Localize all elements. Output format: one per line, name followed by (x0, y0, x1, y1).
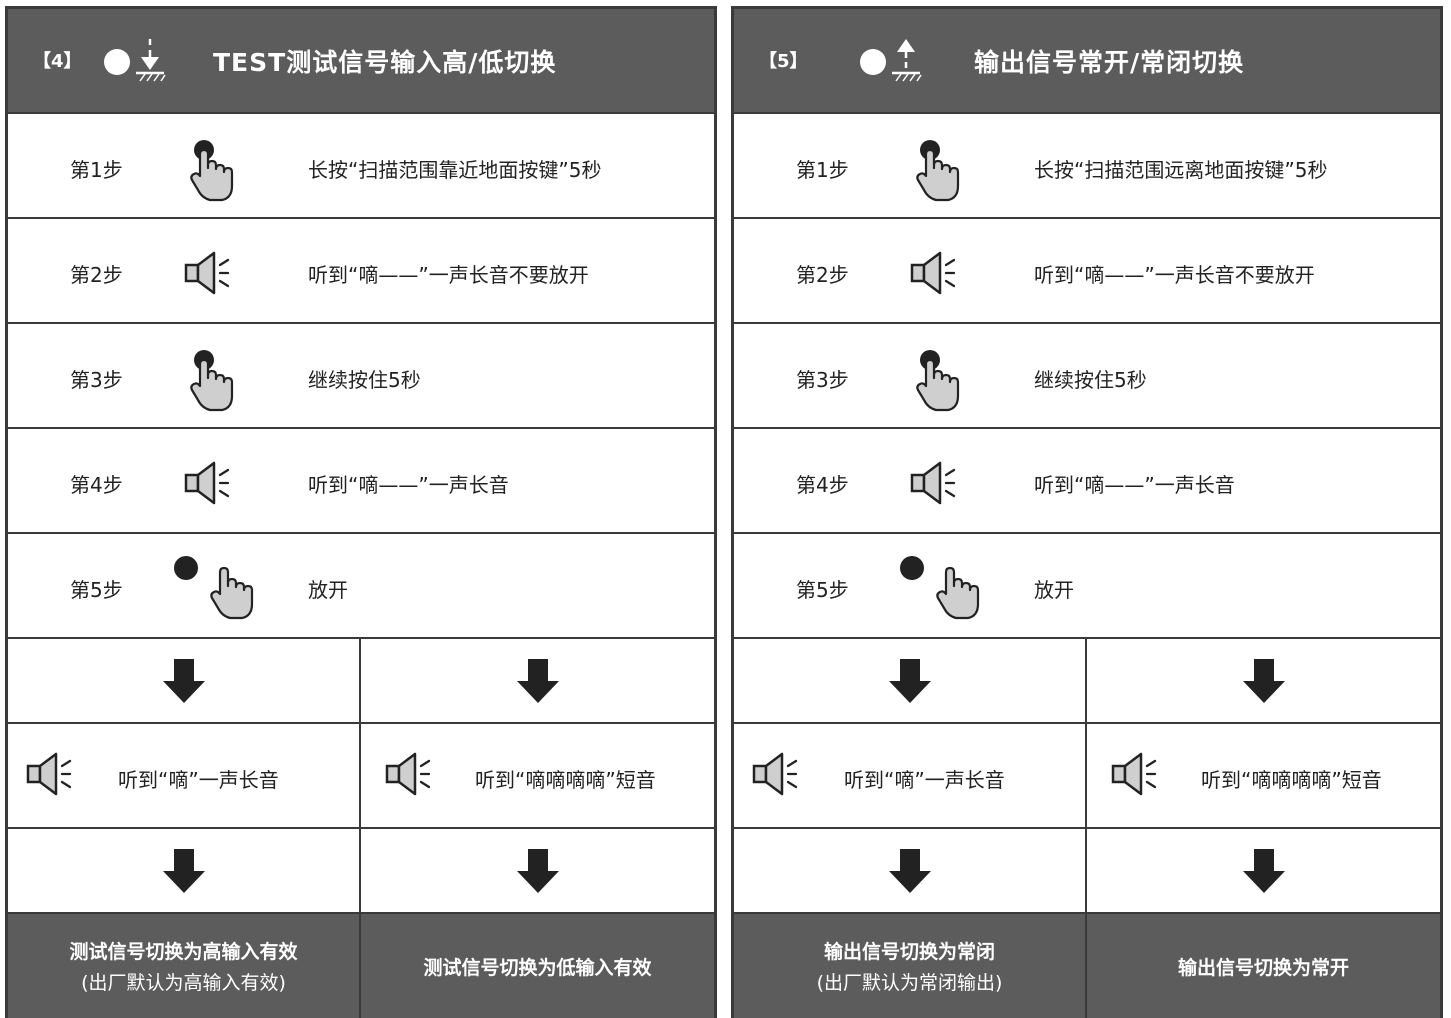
panel-title: 输出信号常开/常闭切换 (974, 48, 1245, 77)
release-button-hand-icon (174, 556, 254, 620)
step-text: 放开 (308, 578, 348, 602)
step-row: 第3步 继续按住5秒 (734, 324, 1440, 429)
panel-number: 【4】 (33, 51, 82, 72)
press-button-hand-icon (916, 140, 960, 202)
speaker-icon (910, 461, 956, 505)
flow-arrow-cell (8, 829, 361, 914)
step-label: 第2步 (796, 263, 849, 287)
flow-arrow-cell (8, 639, 361, 724)
step-label: 第5步 (796, 578, 849, 602)
outcome-sound-cell: 听到“嘀嘀嘀嘀”短音 (1087, 724, 1440, 829)
arrow-down-icon (162, 658, 205, 703)
step-row: 第4步 听到“嘀——”一声长音 (8, 429, 714, 534)
flow-arrow-cell (734, 829, 1087, 914)
arrow-down-icon (516, 848, 559, 893)
flow-arrow-cell (1087, 639, 1440, 724)
speaker-icon (26, 752, 72, 796)
press-button-hand-icon (190, 350, 234, 412)
arrow-down-icon (888, 848, 931, 893)
step-row: 第3步 继续按住5秒 (8, 324, 714, 429)
step-row: 第2步 听到“嘀——”一声长音不要放开 (8, 219, 714, 324)
result-cell: 输出信号切换为常开 (1087, 914, 1440, 1018)
step-row: 第1步 长按“扫描范围远离地面按键”5秒 (734, 114, 1440, 219)
panel-5: 【5】 输出信号常开/常闭切换 第1步 长按“扫描范围远离地面按键”5秒 第2步… (731, 6, 1443, 1018)
flow-arrow-cell (361, 639, 714, 724)
step-row: 第5步 放开 (734, 534, 1440, 639)
release-button-hand-icon (900, 556, 980, 620)
outcome-sound-text: 听到“嘀嘀嘀嘀”短音 (1201, 768, 1382, 792)
button-dot-icon (104, 49, 130, 75)
result-text: 输出信号切换为常闭 (823, 941, 995, 963)
step-label: 第1步 (796, 158, 849, 182)
speaker-icon (385, 752, 431, 796)
result-cell: 测试信号切换为高输入有效 (出厂默认为高输入有效) (8, 914, 361, 1018)
step-label: 第1步 (70, 158, 123, 182)
step-text: 长按“扫描范围靠近地面按键”5秒 (308, 158, 602, 182)
arrow-down-icon (888, 658, 931, 703)
step-row: 第5步 放开 (8, 534, 714, 639)
outcome-sound-cell: 听到“嘀”一声长音 (8, 724, 361, 829)
result-text: 测试信号切换为高输入有效 (69, 941, 298, 963)
result-note: (出厂默认为高输入有效) (81, 972, 286, 994)
arrow-down-icon (1242, 658, 1285, 703)
panel-header: 【4】 TEST测试信号输入高/低切换 (8, 9, 714, 114)
result-note: (出厂默认为常闭输出) (816, 972, 1003, 994)
step-text: 继续按住5秒 (1034, 368, 1147, 392)
outcome-sound-cell: 听到“嘀嘀嘀嘀”短音 (361, 724, 714, 829)
flow-arrow-cell (361, 829, 714, 914)
outcome-sound-cell: 听到“嘀”一声长音 (734, 724, 1087, 829)
panel-4: 【4】 TEST测试信号输入高/低切换 第1步 长按“扫描范围靠近地面按键”5秒… (5, 6, 717, 1018)
outcome-sound-text: 听到“嘀”一声长音 (844, 768, 1005, 792)
step-label: 第5步 (70, 578, 123, 602)
panel-header: 【5】 输出信号常开/常闭切换 (734, 9, 1440, 114)
speaker-icon (1111, 752, 1157, 796)
outcome-sound-text: 听到“嘀”一声长音 (118, 768, 279, 792)
step-text: 听到“嘀——”一声长音不要放开 (1034, 263, 1315, 287)
press-button-hand-icon (916, 350, 960, 412)
step-text: 长按“扫描范围远离地面按键”5秒 (1034, 158, 1328, 182)
arrow-up-from-ground-icon (892, 39, 922, 82)
step-text: 听到“嘀——”一声长音 (1034, 473, 1235, 497)
speaker-icon (184, 461, 230, 505)
step-text: 继续按住5秒 (308, 368, 421, 392)
press-button-hand-icon (190, 140, 234, 202)
step-text: 放开 (1034, 578, 1074, 602)
step-text: 听到“嘀——”一声长音不要放开 (308, 263, 589, 287)
flow-arrow-cell (734, 639, 1087, 724)
arrow-down-to-ground-icon (136, 39, 166, 82)
step-row: 第2步 听到“嘀——”一声长音不要放开 (734, 219, 1440, 324)
arrow-down-icon (1242, 848, 1285, 893)
step-label: 第3步 (796, 368, 849, 392)
step-label: 第3步 (70, 368, 123, 392)
step-text: 听到“嘀——”一声长音 (308, 473, 509, 497)
step-label: 第4步 (70, 473, 123, 497)
outcome-sound-text: 听到“嘀嘀嘀嘀”短音 (475, 768, 656, 792)
arrow-down-icon (162, 848, 205, 893)
panel-title: TEST测试信号输入高/低切换 (213, 48, 557, 77)
speaker-icon (184, 251, 230, 295)
result-text: 输出信号切换为常开 (1177, 956, 1349, 979)
arrow-down-icon (516, 658, 559, 703)
speaker-icon (752, 752, 798, 796)
step-label: 第2步 (70, 263, 123, 287)
result-cell: 测试信号切换为低输入有效 (361, 914, 714, 1018)
result-cell: 输出信号切换为常闭 (出厂默认为常闭输出) (734, 914, 1087, 1018)
panel-number: 【5】 (759, 51, 808, 72)
step-row: 第1步 长按“扫描范围靠近地面按键”5秒 (8, 114, 714, 219)
result-text: 测试信号切换为低输入有效 (423, 956, 652, 979)
flow-arrow-cell (1087, 829, 1440, 914)
step-label: 第4步 (796, 473, 849, 497)
speaker-icon (910, 251, 956, 295)
step-row: 第4步 听到“嘀——”一声长音 (734, 429, 1440, 534)
button-dot-icon (860, 49, 886, 75)
